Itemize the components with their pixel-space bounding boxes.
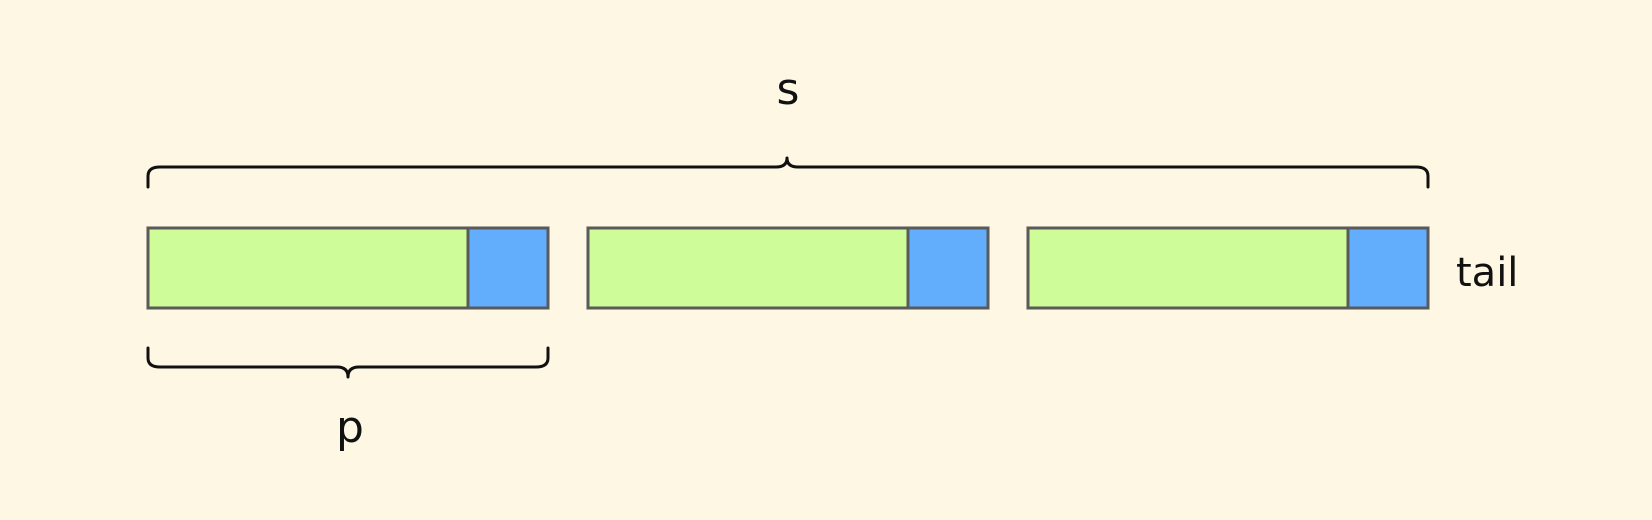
block-2-main <box>586 226 910 310</box>
block-3 <box>1026 226 1430 310</box>
bottom-brace-label: p <box>336 402 364 453</box>
bottom-brace <box>146 346 550 379</box>
block-3-tail <box>1346 226 1430 310</box>
block-1-main <box>146 226 470 310</box>
tail-label: tail <box>1456 250 1518 296</box>
top-brace-label: s <box>777 64 800 115</box>
block-2-tail <box>906 226 990 310</box>
block-1 <box>146 226 550 310</box>
block-3-main <box>1026 226 1350 310</box>
block-2 <box>586 226 990 310</box>
top-brace <box>146 156 1430 189</box>
block-1-tail <box>466 226 550 310</box>
